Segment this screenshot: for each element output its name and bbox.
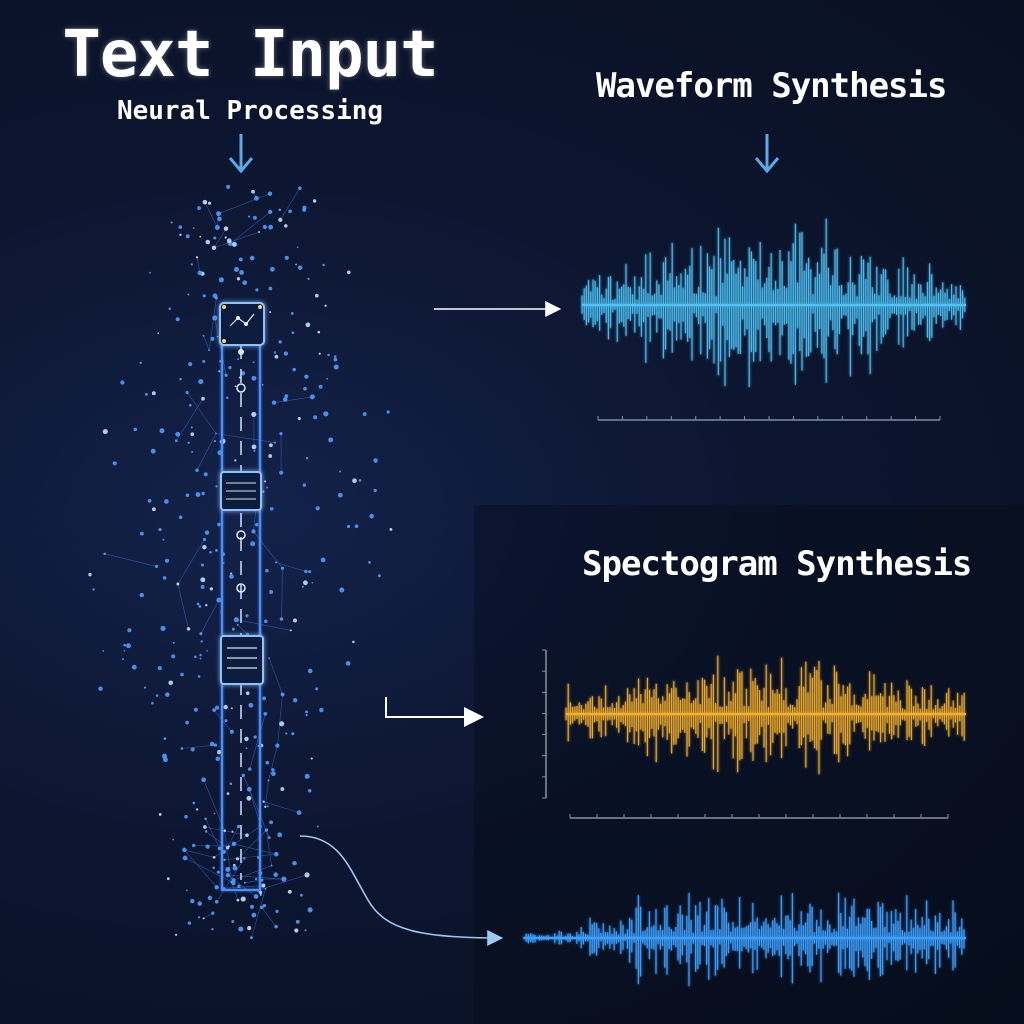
column-node-marker <box>236 383 246 393</box>
spectrogram-plot <box>565 655 966 775</box>
spectrogram-amplitude-axis <box>542 649 547 799</box>
column-node-marker <box>236 583 246 593</box>
audio-output-waveform <box>523 892 966 987</box>
text-input-title: Text Input <box>62 18 438 92</box>
neural-network-edges <box>104 188 313 938</box>
spectrogram-time-axis <box>569 814 949 819</box>
waveform-plot <box>581 218 966 387</box>
attention-chip <box>220 471 262 511</box>
decoder-chip <box>220 635 264 685</box>
input-arrow-down <box>228 134 254 174</box>
spectrogram-synthesis-title: Spectogram Synthesis <box>582 544 972 584</box>
neural-processing-subtitle: Neural Processing <box>116 96 384 126</box>
column-node-marker <box>236 530 246 540</box>
neural-network-nodes <box>88 184 393 940</box>
encoder-chip <box>219 302 265 346</box>
waveform-synthesis-title: Waveform Synthesis <box>596 66 947 106</box>
arrow-to-audio-output <box>299 835 504 946</box>
waveform-time-axis <box>597 416 941 421</box>
waveform-arrow-down <box>754 134 780 174</box>
arrow-to-spectrogram <box>385 697 484 727</box>
column-node-marker <box>238 349 244 355</box>
